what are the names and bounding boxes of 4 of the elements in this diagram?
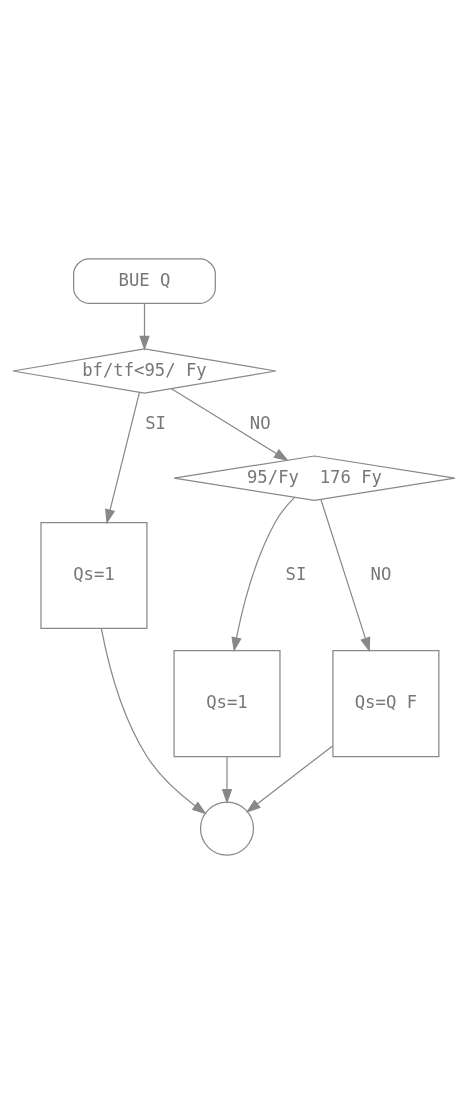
edge-label: NO <box>249 413 271 434</box>
edge-label: NO <box>370 564 392 585</box>
edge-label: SI <box>285 564 307 585</box>
edge-label: SI <box>145 413 166 434</box>
